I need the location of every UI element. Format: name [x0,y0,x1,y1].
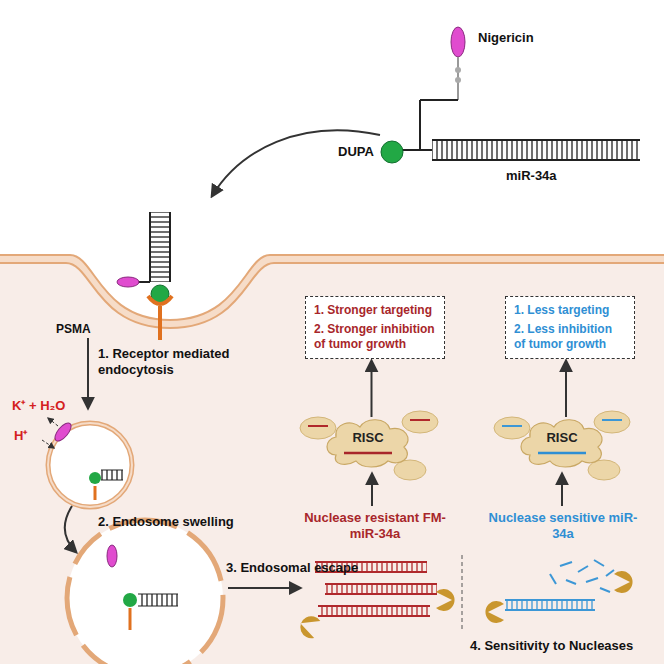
result-text: 2. Stronger inhibition of tumor growth [314,322,436,352]
text-label: K⁺ + H₂O [12,398,92,414]
risc-complex: RISC [516,415,608,469]
result-box: 1. Stronger targeting 2. Stronger inhibit… [305,296,445,359]
risc-label: RISC [352,430,383,446]
text-label: 3. Endosomal escape [226,560,366,576]
flow-arrow [565,361,567,417]
text-label: 2. Endosome swelling [98,514,248,530]
text-label: H⁺ [14,428,44,444]
text-label: DUPA [338,144,382,160]
text-label: Nuclease resistant FM-miR-34a [300,510,450,541]
result-text: 1. Stronger targeting [314,303,436,318]
text-label: PSMA [56,322,106,336]
result-text: 1. Less targeting [514,303,626,318]
text-label: Nuclease sensitive miR-34a [488,510,638,541]
result-text: 2. Less inhibition of tumor growth [514,322,626,352]
risc-label: RISC [546,430,577,446]
text-label: 1. Receptor mediated endocytosis [98,346,248,377]
text-label: 4. Sensitivity to Nucleases [470,638,660,654]
text-label: miR-34a [506,168,586,184]
risc-complex: RISC [322,415,414,469]
flow-arrow [371,361,373,417]
text-label: Nigericin [478,30,578,46]
result-box: 1. Less targeting 2. Less inhibition of t… [505,296,635,359]
